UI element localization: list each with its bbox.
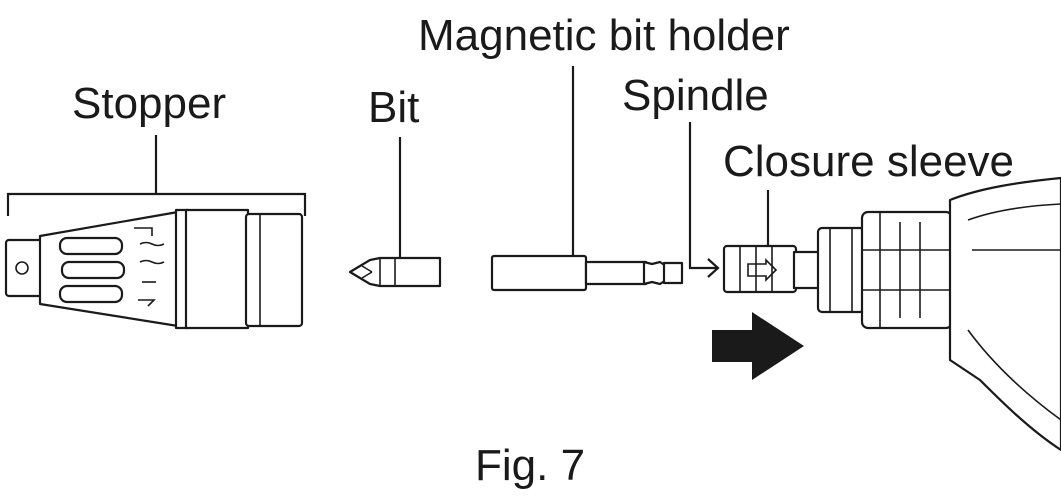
leader-spindle bbox=[688, 122, 720, 278]
magnetic-bit-holder-part bbox=[490, 254, 684, 292]
label-stopper: Stopper bbox=[72, 79, 226, 128]
stopper-part bbox=[4, 208, 304, 330]
label-magnetic-bit-holder: Magnetic bit holder bbox=[418, 11, 790, 60]
figure-caption: Fig. 7 bbox=[475, 441, 585, 490]
label-closure-sleeve: Closure sleeve bbox=[723, 137, 1014, 186]
bit-part bbox=[348, 256, 442, 288]
tool-body bbox=[722, 176, 1061, 452]
label-bit: Bit bbox=[368, 83, 419, 132]
leader-stopper bbox=[6, 135, 307, 216]
label-spindle: Spindle bbox=[622, 71, 769, 120]
arrow-right-icon bbox=[712, 312, 804, 380]
